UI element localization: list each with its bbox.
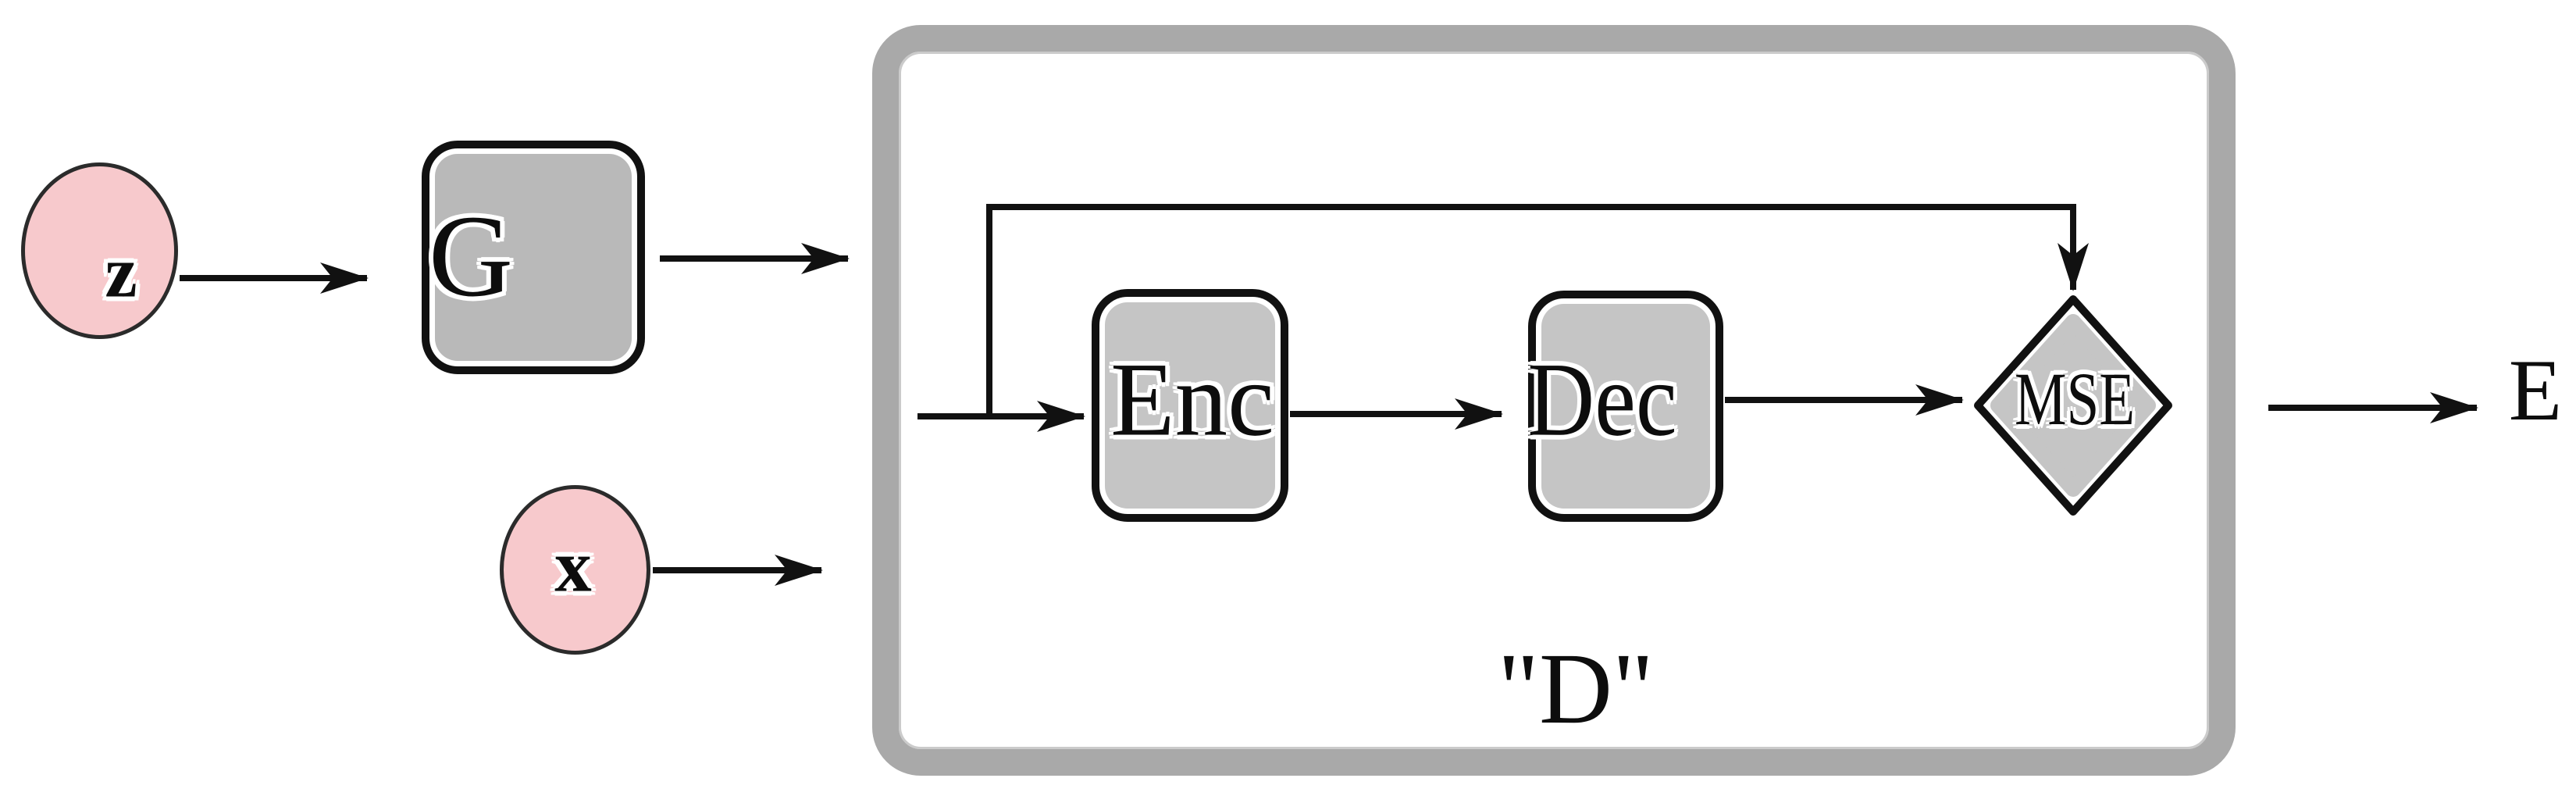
encoder-box — [1092, 289, 1288, 522]
mse-label: MSE — [2015, 357, 2135, 441]
feedback-skip-line — [986, 204, 2089, 419]
output-e-label: E — [2508, 342, 2563, 439]
input-node-z — [21, 162, 178, 339]
generator-label: G — [428, 191, 514, 321]
encoder-label: Enc — [1110, 341, 1274, 459]
mse-diamond — [1974, 295, 2172, 516]
decoder-box — [1528, 291, 1723, 522]
discriminator-label: "D" — [1497, 633, 1655, 745]
mse-diamond-fill — [1990, 314, 2156, 497]
input-node-x — [500, 485, 650, 655]
x-label: x — [554, 524, 592, 608]
decoder-label: Dec — [1527, 341, 1677, 459]
z-label: z — [105, 232, 137, 313]
generator-box — [422, 141, 645, 374]
